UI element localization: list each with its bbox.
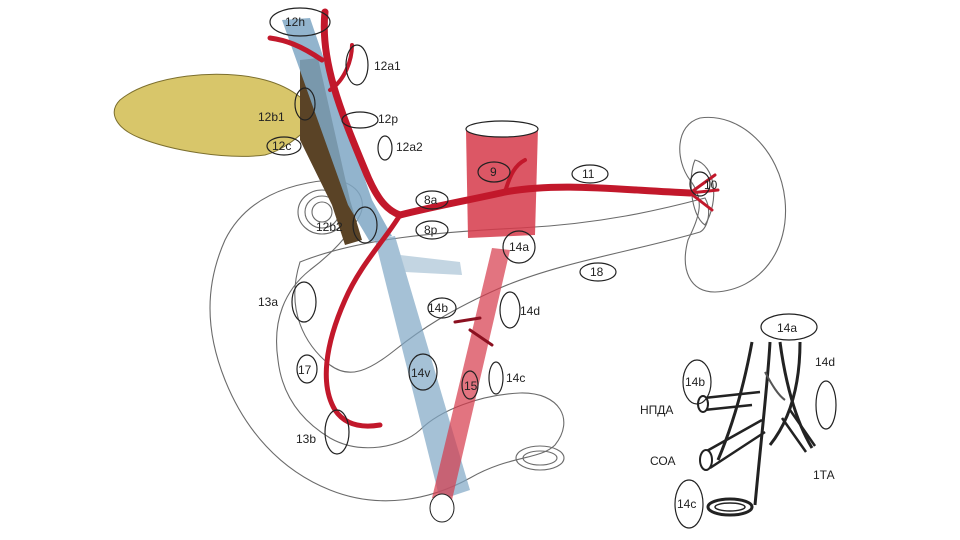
inset-label-1ta: 1ТА xyxy=(813,468,835,482)
label-8p: 8p xyxy=(424,223,438,237)
splenic-vein-branch xyxy=(400,255,462,275)
label-14d: 14d xyxy=(520,304,540,318)
label-17: 17 xyxy=(298,363,312,377)
inset-schematic: 14a 14d 14b НПДА СОА 14c 1ТА xyxy=(640,314,836,528)
celiac-splenic-artery xyxy=(400,187,690,215)
inset-label-14a: 14a xyxy=(777,321,797,335)
label-14b: 14b xyxy=(428,301,448,315)
label-15: 15 xyxy=(464,379,478,393)
superior-mesenteric-artery xyxy=(432,248,510,500)
inset-label-14d: 14d xyxy=(815,355,835,369)
inset-label-soa: СОА xyxy=(650,454,675,468)
inset-npda-branch xyxy=(704,392,760,410)
node-14d-ring xyxy=(500,292,520,328)
vessel-end-opening xyxy=(430,494,454,522)
label-14a: 14a xyxy=(509,240,529,254)
inset-label-14c: 14c xyxy=(677,497,696,511)
inset-label-14b: 14b xyxy=(685,375,705,389)
inset-soa-opening xyxy=(700,450,712,470)
node-12a2-ring xyxy=(378,136,392,160)
label-12c: 12c xyxy=(272,139,291,153)
label-12p: 12p xyxy=(378,112,398,126)
inset-smv-line-left xyxy=(780,342,812,448)
label-12h: 12h xyxy=(285,15,305,29)
label-10: 10 xyxy=(704,178,718,192)
label-13b: 13b xyxy=(296,432,316,446)
aorta-opening xyxy=(466,121,538,137)
aorta xyxy=(466,128,538,238)
inset-smv-line-right xyxy=(770,342,800,445)
inset-label-npda: НПДА xyxy=(640,403,673,417)
label-13a: 13a xyxy=(258,295,278,309)
label-8a: 8a xyxy=(424,193,438,207)
label-11: 11 xyxy=(582,167,595,181)
spleen-outline xyxy=(680,117,786,292)
inset-soa-branch xyxy=(705,420,765,468)
label-12b2: 12b2 xyxy=(316,220,343,234)
label-12a2: 12a2 xyxy=(396,140,423,154)
label-14c: 14c xyxy=(506,371,525,385)
duct-stump-ring-3 xyxy=(312,202,332,222)
label-9: 9 xyxy=(490,165,497,179)
label-12a1: 12a1 xyxy=(374,59,401,73)
node-14c-ring xyxy=(489,362,503,394)
label-18: 18 xyxy=(590,265,604,279)
label-12b1: 12b1 xyxy=(258,110,285,124)
label-14v: 14v xyxy=(411,366,430,380)
inset-node-14d-ring xyxy=(816,381,836,429)
node-13b-ring xyxy=(325,410,349,454)
